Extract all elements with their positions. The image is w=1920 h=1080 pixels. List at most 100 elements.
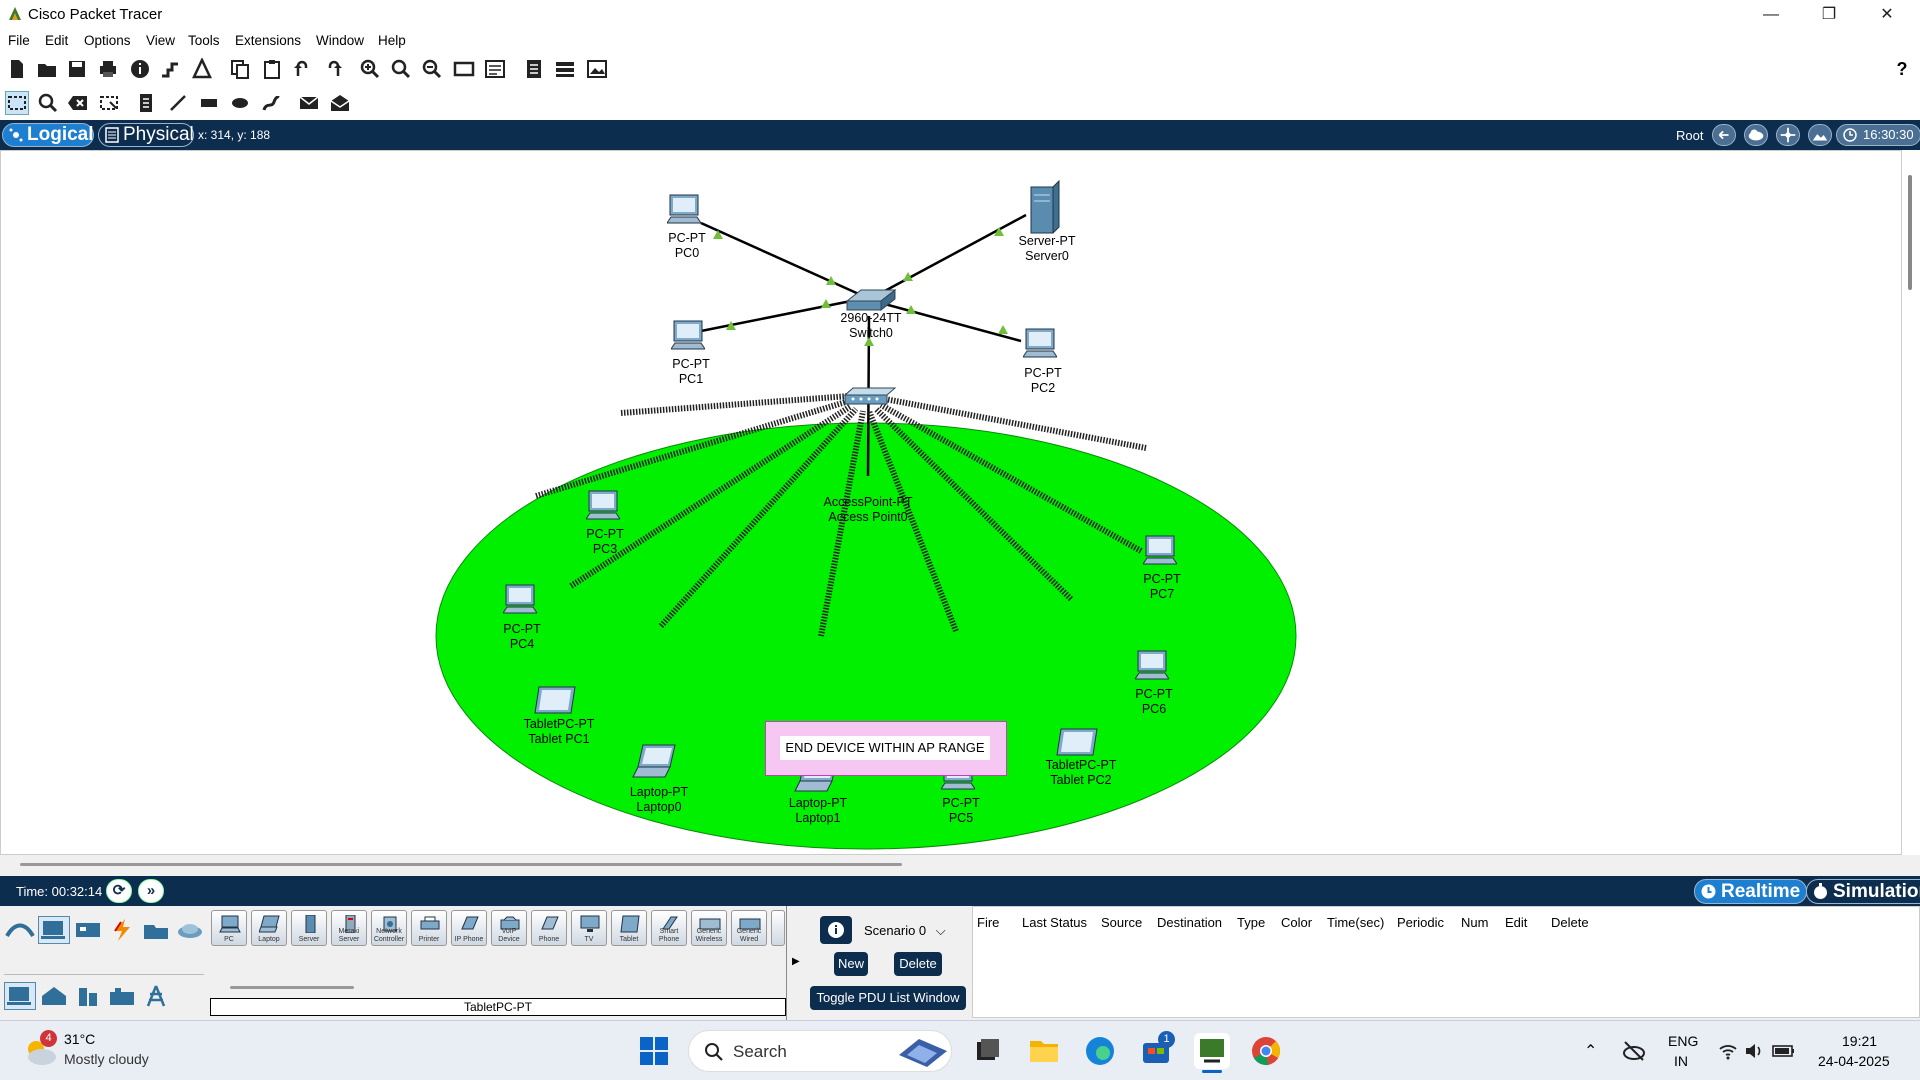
palette-sensor[interactable]: Se [771,910,785,946]
logical-tab[interactable]: Logical [2,123,94,147]
scenario-info-icon[interactable] [820,916,852,944]
pc2-icon[interactable] [1022,327,1058,359]
viewport-icon[interactable] [1808,124,1832,146]
palette-pc[interactable]: PC [211,910,247,946]
copy-icon[interactable] [228,57,252,81]
print-icon[interactable] [96,57,120,81]
undo-icon[interactable] [291,57,315,81]
home-subcategory-icon[interactable] [38,982,70,1010]
activity-wizard-icon[interactable] [190,57,214,81]
ellipse-tool-icon[interactable] [228,91,252,115]
smart-city-subcategory-icon[interactable] [72,982,104,1010]
toggle-pdu-list-button[interactable]: Toggle PDU List Window [810,986,966,1010]
palette-smart-phone[interactable]: Smart Phone [651,910,687,946]
redo-icon[interactable] [321,57,345,81]
paste-icon[interactable] [260,57,284,81]
language-line1[interactable]: ENG [1668,1033,1699,1049]
menu-help[interactable]: Help [378,33,406,48]
taskbar-search[interactable]: Search [688,1030,952,1072]
volume-icon[interactable] [1744,1041,1764,1061]
ms-store-icon[interactable]: 1 [1138,1031,1175,1069]
panel-expand-icon[interactable]: ▶ [792,956,800,967]
back-icon[interactable] [1712,124,1736,146]
switch0-icon[interactable] [845,288,897,312]
tablet-pc1-icon[interactable] [533,685,579,715]
delete-tool-icon[interactable] [66,91,90,115]
connections-category-icon[interactable] [106,916,138,944]
network-info-icon[interactable] [553,57,577,81]
save-icon[interactable] [65,57,89,81]
vertical-scrollbar[interactable] [1902,150,1920,855]
tablet-pc2-icon[interactable] [1055,727,1101,757]
note-box[interactable]: END DEVICE WITHIN AP RANGE [765,721,1007,776]
restore-button[interactable]: ❐ [1821,6,1837,23]
menu-file[interactable]: File [8,33,30,48]
menu-view[interactable]: View [146,33,176,48]
edge-browser-icon[interactable] [1082,1033,1118,1069]
palette-server[interactable]: Server [291,910,327,946]
palette-meraki-server[interactable]: Meraki Server [331,910,367,946]
add-complex-pdu-icon[interactable] [328,91,352,115]
pc4-icon[interactable] [502,583,538,615]
chrome-browser-icon[interactable] [1248,1033,1284,1069]
pc1-icon[interactable] [670,319,706,351]
power-cycle-icon[interactable]: ⟳ [106,879,132,903]
rectangle-tool-icon[interactable] [197,91,221,115]
cloud-icon[interactable] [1744,124,1768,146]
palette-tv[interactable]: TV [571,910,607,946]
laptop0-icon[interactable] [631,743,679,779]
palette-ip-phone[interactable]: IP Phone [451,910,487,946]
fast-forward-icon[interactable]: » [138,879,164,903]
palette-generic-wireless[interactable]: Generic Wireless [691,910,727,946]
palette-scroll-thumb[interactable] [230,986,354,989]
delete-scenario-button[interactable]: Delete [894,952,942,976]
server0-icon[interactable] [1030,179,1060,234]
palette-phone[interactable]: Phone [531,910,567,946]
multiuser-category-icon[interactable] [174,916,206,944]
zoom-out-icon[interactable] [420,57,444,81]
weather-widget[interactable]: 4 [20,1030,60,1071]
pc6-icon[interactable] [1134,649,1170,681]
industrial-subcategory-icon[interactable] [106,982,138,1010]
palette-tablet[interactable]: Tablet [611,910,647,946]
file-explorer-icon[interactable] [1026,1033,1062,1069]
packet-tracer-taskbar-icon[interactable] [1194,1033,1230,1073]
open-folder-icon[interactable] [35,57,59,81]
resize-tool-icon[interactable] [97,91,121,115]
windows-start-icon[interactable] [636,1033,672,1069]
power-grid-subcategory-icon[interactable] [140,982,172,1010]
note-tool-icon[interactable] [134,91,158,115]
pc3-icon[interactable] [585,489,621,521]
menu-tools[interactable]: Tools [188,33,220,48]
inspect-tool-icon[interactable] [36,91,60,115]
screenshot-icon[interactable] [585,57,609,81]
zoom-reset-icon[interactable] [389,57,413,81]
end-devices-category-icon[interactable] [38,916,70,944]
battery-icon[interactable] [1772,1041,1796,1061]
custom-device-dialog-icon[interactable] [483,57,507,81]
custom-device-icon[interactable] [158,57,182,81]
palette-voip-device[interactable]: VoIP Device [491,910,527,946]
horizontal-scroll-thumb[interactable] [20,863,902,866]
wifi-icon[interactable] [1718,1041,1738,1061]
minimize-button[interactable]: — [1763,6,1779,23]
end-devices-subcategory-icon[interactable] [4,982,36,1010]
network-devices-category-icon[interactable] [4,916,36,944]
palette-laptop[interactable]: Laptop [251,910,287,946]
add-simple-pdu-icon[interactable] [297,91,321,115]
info-icon[interactable] [128,57,152,81]
tray-overflow-icon[interactable]: ⌃ [1584,1043,1598,1060]
palette-network-controller[interactable]: Network Controller [371,910,407,946]
simulation-mode-button[interactable]: Simulation [1806,879,1920,904]
menu-window[interactable]: Window [316,33,365,48]
pc7-icon[interactable] [1142,534,1178,566]
palette-generic-wired[interactable]: Generic Wired [731,910,767,946]
new-file-icon[interactable] [5,57,29,81]
onedrive-offline-icon[interactable] [1622,1039,1646,1063]
misc-category-icon[interactable] [140,916,172,944]
realtime-mode-button[interactable]: Realtime [1694,879,1808,904]
menu-options[interactable]: Options [84,33,131,48]
task-view-icon[interactable] [970,1033,1006,1069]
vertical-scroll-thumb[interactable] [1908,175,1912,290]
